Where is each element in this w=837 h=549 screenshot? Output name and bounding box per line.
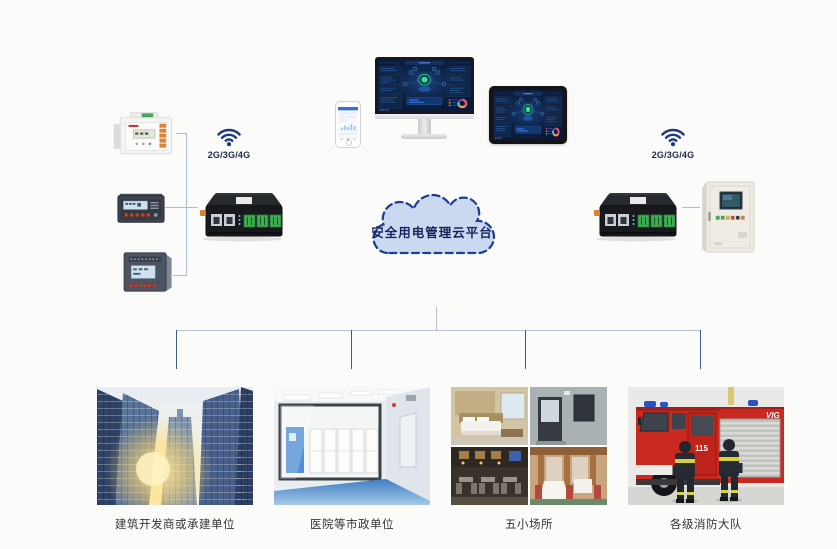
iot-gateway-right — [593, 192, 677, 242]
panel-meter-square — [123, 252, 172, 292]
cloud-shape — [372, 193, 496, 255]
wifi-icon-right — [661, 128, 685, 147]
tree-stub-site2 — [351, 330, 353, 369]
site-label-hospitals: 医院等市政单位 — [310, 519, 394, 531]
cloud-tree-stub — [436, 307, 438, 331]
monitor-chin — [375, 114, 474, 119]
monitor-screen — [375, 57, 474, 114]
firefighter-1 — [672, 441, 695, 503]
site-label-developers: 建筑开发商或承建单位 — [115, 519, 235, 531]
tablet — [489, 86, 567, 144]
iot-gateway-left — [199, 192, 283, 242]
network-label-right: 2G/3G/4G — [651, 150, 695, 160]
panel-meter-horizontal — [117, 193, 165, 223]
tree-stub-site1 — [176, 330, 178, 369]
photo-small-venues — [451, 387, 607, 505]
truck-number: 115 — [695, 444, 708, 453]
photo-fire-brigade: 115 VIG — [628, 387, 784, 505]
photo-office-skyscrapers — [97, 387, 253, 505]
tree-stub-site4 — [700, 330, 702, 369]
tree-stub-site3 — [525, 330, 527, 369]
monitor-base — [401, 134, 447, 139]
wifi-icon-left — [217, 128, 241, 147]
network-label-left: 2G/3G/4G — [207, 150, 251, 160]
tree-horizontal-line — [176, 330, 701, 332]
desktop-monitor — [375, 57, 474, 139]
smartphone — [335, 101, 361, 148]
site-label-fire-brigades: 各级消防大队 — [670, 519, 742, 531]
power-control-cabinet — [702, 181, 755, 253]
monitor-stand — [418, 119, 431, 134]
firefighter-2 — [719, 439, 743, 501]
meter2-gateway-line — [165, 207, 198, 209]
truck-marking: VIG — [766, 411, 780, 420]
site-label-small-venues: 五小场所 — [505, 519, 553, 531]
gateway-cabinet-line — [682, 207, 700, 209]
smartphone-screen — [338, 107, 358, 141]
meter3-connector-line — [173, 275, 187, 277]
meter-bus-line — [186, 133, 188, 275]
din-rail-meter — [113, 112, 172, 155]
phone-home-button — [346, 140, 352, 146]
photo-hospital-cleanroom — [274, 387, 430, 505]
cloud-platform-label: 安全用电管理云平台 — [371, 226, 493, 240]
meter1-connector-line — [176, 133, 187, 135]
tablet-screen — [493, 90, 563, 140]
